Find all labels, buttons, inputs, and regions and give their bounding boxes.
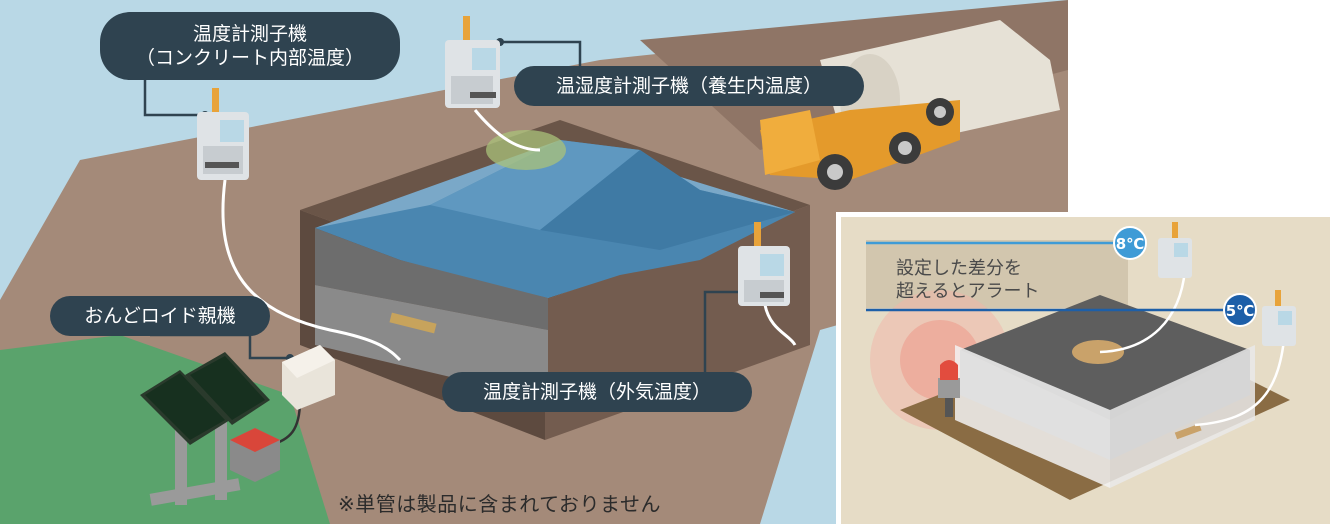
base-unit-callout: おんどロイド親機 (50, 296, 270, 336)
concrete-temp-sensor-callout: 温度計測子機 （コンクリート内部温度） (100, 12, 400, 80)
curing-water-shade (540, 150, 795, 250)
inset-note-line1: 設定した差分を (896, 258, 1022, 279)
concrete-callout-leader (143, 70, 205, 117)
inset-formwork-right (1110, 345, 1255, 488)
outdoor-sensor-cable (763, 304, 797, 346)
concrete-temp-sensor-device (197, 88, 249, 180)
inset-alert-note: 設定した差分を 超えるとアラート (896, 257, 1039, 303)
curing-humidity-sensor-device (445, 16, 500, 108)
upper-temp-badge (1113, 226, 1147, 260)
curing-humidity-sensor-callout: 温湿度計測子機（養生内温度） (514, 66, 864, 106)
concrete-callout-line2: （コンクリート内部温度） (135, 47, 364, 69)
concrete-slab-side (315, 228, 548, 330)
inset-lower-sensor (1262, 290, 1296, 346)
curing-sensor-cable (473, 109, 541, 152)
concrete-callout-line1: 温度計測子機 (192, 23, 307, 45)
curing-water-highlight (430, 140, 640, 230)
base-unit-and-solar-mount (140, 345, 335, 506)
base-unit-callout-label: おんどロイド親機 (84, 305, 236, 327)
inset-upper-cable (1099, 269, 1187, 354)
embedded-sensor (389, 312, 437, 334)
humidity-zone-marker (486, 130, 566, 170)
lower-temp-badge (1223, 293, 1257, 327)
outdoor-callout-label: 温度計測子機（外気温度） (482, 381, 711, 403)
concrete-sensor-cable (221, 179, 402, 362)
inset-sensor-zone (1072, 340, 1124, 364)
inset-formwork-front (955, 345, 1110, 488)
footnote-text: ※単管は製品に含まれておりません (338, 492, 661, 516)
outdoor-temp-sensor-device (738, 222, 790, 306)
inset-lower-cable (1194, 329, 1287, 427)
upper-temp-badge-text: 8℃ (1116, 235, 1145, 253)
concrete-base (315, 285, 548, 400)
lower-temp-badge-text: 5℃ (1226, 302, 1255, 320)
inset-upper-sensor (1158, 222, 1192, 278)
inset-note-band (866, 240, 1128, 308)
alarm-beacon (938, 360, 960, 417)
mixer-truck (760, 20, 1060, 190)
inset-embedded-sensor (1174, 423, 1202, 440)
curing-callout-label: 温湿度計測子機（養生内温度） (555, 75, 822, 97)
outdoor-temp-sensor-callout: 温度計測子機（外気温度） (442, 372, 752, 412)
inset-note-line2: 超えるとアラート (896, 281, 1040, 302)
